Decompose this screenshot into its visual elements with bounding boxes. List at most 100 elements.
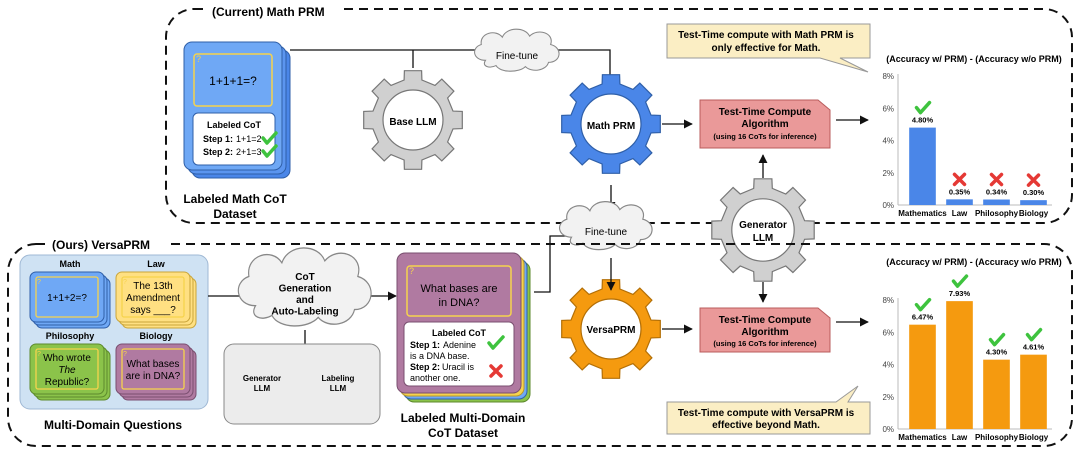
- bar-value-label: 4.80%: [912, 116, 934, 125]
- svg-text:Algorithm: Algorithm: [741, 327, 788, 338]
- check-icon: [914, 100, 932, 115]
- bar-value-label: 7.93%: [949, 289, 971, 298]
- svg-text:?: ?: [37, 351, 41, 358]
- svg-text:Test-Time Compute: Test-Time Compute: [719, 107, 812, 118]
- labeling-llm-small-2: LLM: [330, 384, 347, 393]
- generator-llm-label-2: LLM: [753, 233, 774, 244]
- check-icon: [1025, 327, 1043, 342]
- cot-generation-label: Generation: [279, 284, 332, 295]
- y-tick-label: 0%: [882, 425, 894, 434]
- bar-value-label: 4.30%: [986, 348, 1008, 357]
- svg-text:only effective for Math.: only effective for Math.: [712, 43, 821, 54]
- domain-question-line: 1+1+2=?: [47, 293, 87, 304]
- svg-text:(using 16 CoTs for inference): (using 16 CoTs for inference): [713, 132, 817, 141]
- x-tick-label: Mathematics: [898, 433, 947, 442]
- bottom-section-title: (Ours) VersaPRM: [52, 238, 150, 252]
- chart-title: (Accuracy w/ PRM) - (Accuracy w/o PRM): [886, 257, 1062, 267]
- step2-label: Step 2:: [203, 147, 233, 157]
- base-llm-gear-icon: [363, 70, 463, 170]
- domain-card-math: Math?1+1+2=?: [29, 259, 111, 329]
- multi-domain-dataset-stack: ? What bases are in DNA? Labeled CoT Ste…: [396, 252, 531, 403]
- dataset-question-1: What bases are: [420, 283, 497, 295]
- generator-llm-gear-icon: [711, 178, 815, 282]
- top-section-title: (Current) Math PRM: [212, 5, 325, 19]
- math-dataset-caption-2: Dataset: [213, 207, 256, 221]
- math-question: 1+1+1=?: [209, 74, 257, 88]
- domain-name: Biology: [140, 331, 173, 341]
- cross-icon: [989, 172, 1004, 187]
- domain-name: Philosophy: [46, 331, 95, 341]
- svg-text:Step 2:Uracil is: Step 2:Uracil is: [410, 362, 475, 372]
- question-mark: ?: [196, 54, 201, 64]
- domain-question-line: The: [58, 365, 76, 376]
- cross-icon: [1026, 173, 1041, 187]
- cross-icon: [952, 172, 967, 187]
- y-tick-label: 6%: [882, 104, 894, 113]
- fine-tune-label-middle: Fine-tune: [585, 227, 628, 238]
- bar-mathematics: [909, 127, 936, 205]
- svg-text:Step 1:1+1=2: Step 1:1+1=2: [203, 134, 262, 144]
- math-prm-gear-icon: [561, 74, 661, 174]
- x-tick-label: Law: [952, 209, 968, 218]
- bar-biology: [1020, 354, 1047, 429]
- svg-text:?: ?: [409, 266, 414, 276]
- generator-llm-small-1: Generator: [243, 374, 281, 383]
- y-tick-label: 8%: [882, 72, 894, 81]
- cot-generation-label: Auto-Labeling: [271, 307, 338, 318]
- check-icon: [261, 144, 278, 158]
- bar-mathematics: [909, 324, 936, 429]
- domain-question-line: Republic?: [45, 377, 90, 388]
- bar-value-label: 4.61%: [1023, 343, 1045, 352]
- bar-value-label: 6.47%: [912, 313, 934, 322]
- versaprm-label: VersaPRM: [587, 325, 636, 336]
- cross-icon: [489, 364, 503, 378]
- cot-generation-label: and: [296, 295, 314, 306]
- bar-law: [946, 199, 973, 205]
- llm-tray: [223, 343, 381, 425]
- svg-text:?: ?: [37, 279, 41, 286]
- labeled-cot-title: Labeled CoT: [207, 120, 262, 130]
- svg-text:Algorithm: Algorithm: [741, 119, 788, 130]
- svg-text:Test-Time compute with VersaPR: Test-Time compute with VersaPRM is: [678, 408, 855, 419]
- multi-domain-caption-2: CoT Dataset: [428, 426, 498, 440]
- check-icon: [914, 297, 932, 312]
- domain-question-line: The 13th: [133, 281, 172, 292]
- bottom-section-frame: [7, 243, 1073, 447]
- step1-label: Step 1:: [203, 134, 233, 144]
- check-icon: [261, 131, 278, 145]
- x-tick-label: Biology: [1019, 433, 1049, 442]
- svg-text:?: ?: [123, 351, 127, 358]
- callout-bottom: Test-Time compute with VersaPRM is effec…: [666, 385, 871, 435]
- svg-text:?: ?: [123, 279, 127, 286]
- svg-text:another one.: another one.: [410, 373, 461, 383]
- domains-caption: Multi-Domain Questions: [44, 418, 182, 432]
- domain-question-line: What bases: [127, 359, 180, 370]
- bar-law: [946, 301, 973, 429]
- labeling-llm-small-1: Labeling: [322, 374, 355, 383]
- y-tick-label: 0%: [882, 201, 894, 210]
- svg-text:Test-Time compute with Math PR: Test-Time compute with Math PRM is: [678, 30, 854, 41]
- bar-philosophy: [983, 199, 1010, 205]
- svg-text:Labeled CoT: Labeled CoT: [432, 328, 487, 338]
- svg-text:Test-Time Compute: Test-Time Compute: [719, 315, 812, 326]
- chart-versaprm: (Accuracy w/ PRM) - (Accuracy w/o PRM) 0%…: [882, 257, 1061, 442]
- fine-tune-label-top: Fine-tune: [496, 51, 539, 62]
- svg-text:Step 1:Adenine: Step 1:Adenine: [410, 340, 476, 350]
- versaprm-gear-icon: [561, 279, 661, 379]
- domain-question-line: are in DNA?: [126, 371, 181, 382]
- step2-text: 2+1=3: [236, 147, 262, 157]
- bar-value-label: 0.35%: [949, 187, 971, 196]
- base-llm-label: Base LLM: [389, 117, 436, 128]
- dataset-question-2: in DNA?: [439, 297, 480, 309]
- multi-domain-caption-1: Labeled Multi-Domain: [401, 411, 526, 425]
- x-tick-label: Philosophy: [975, 433, 1019, 442]
- chart-title: (Accuracy w/ PRM) - (Accuracy w/o PRM): [886, 54, 1062, 64]
- check-icon: [951, 274, 969, 288]
- check-icon: [487, 335, 505, 350]
- svg-text:effective beyond Math.: effective beyond Math.: [712, 420, 820, 431]
- math-dataset-stack: ? 1+1+1=? Labeled CoT Step 1:1+1=2 Step …: [183, 41, 291, 179]
